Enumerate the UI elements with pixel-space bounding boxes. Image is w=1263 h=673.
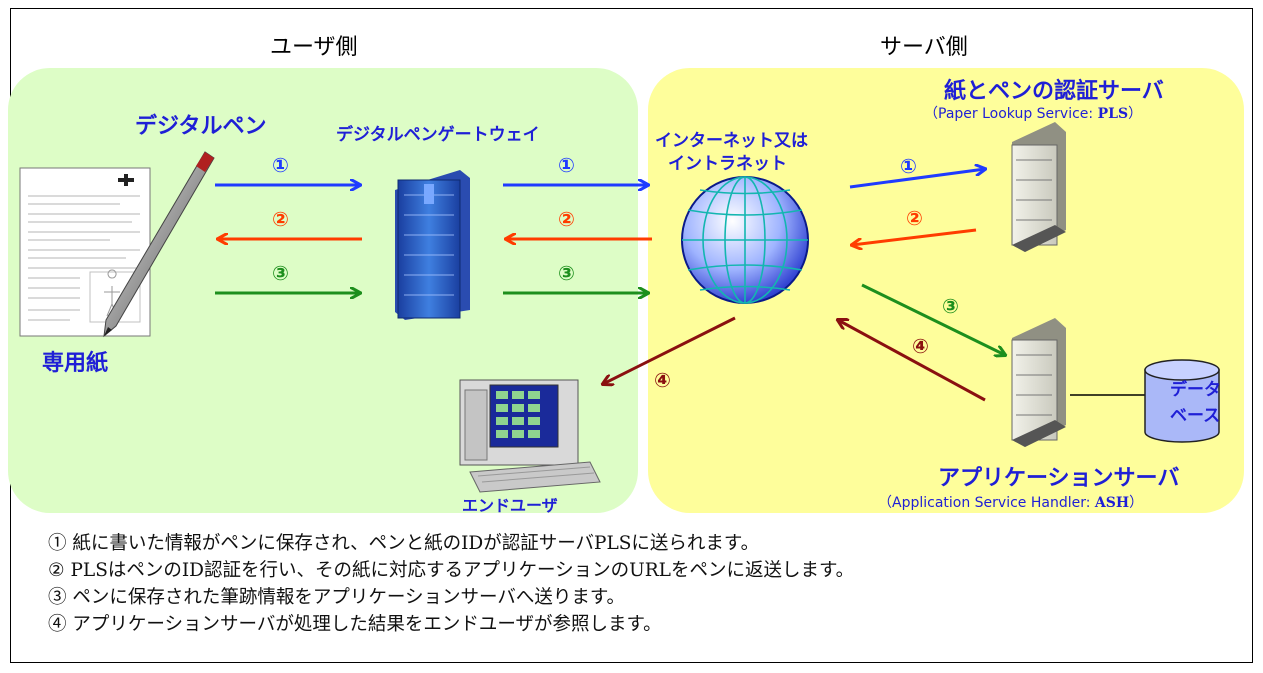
gateway-label: デジタルペンゲートウェイ	[336, 125, 540, 145]
server-icon	[1011, 318, 1160, 447]
step3-mark: ③	[272, 261, 289, 285]
network-label-line1: インターネット又は	[655, 131, 808, 151]
pls-title: 紙とペンの認証サーバ	[944, 79, 1164, 104]
digital-pen-label: デジタルペン	[135, 114, 267, 139]
note-line: ① 紙に書いた情報がペンに保存され、ペンと紙のIDが認証サーバPLSに送られます…	[48, 533, 760, 554]
note-line: ③ ペンに保存された筆跡情報をアプリケーションサーバへ送ります。	[48, 587, 625, 608]
gateway-server-icon	[395, 170, 470, 320]
arrow-step4-network-to-enduser	[603, 316, 736, 384]
arrow-step3-network-to-ash	[861, 283, 1005, 355]
desktop-computer-icon	[459, 379, 601, 493]
step1-mark: ①	[900, 154, 917, 178]
network-label-line2: イントラネット	[668, 154, 787, 174]
database-icon	[1144, 359, 1220, 443]
step1-mark: ①	[272, 153, 289, 177]
server-side-header: サーバ側	[880, 35, 968, 60]
step4-mark: ④	[912, 334, 929, 358]
arrow-step4-ash-to-network	[838, 320, 986, 402]
end-user-label: エンドユーザ	[462, 496, 558, 515]
step3-mark: ③	[942, 294, 959, 318]
ash-subtitle: （Application Service Handler: ASH）	[878, 495, 1144, 511]
step-notes: ① 紙に書いた情報がペンに保存され、ペンと紙のIDが認証サーバPLSに送られます…	[48, 530, 854, 638]
arrow-step1-network-to-pls	[849, 169, 985, 189]
step1-mark: ①	[558, 153, 575, 177]
server-icon	[1011, 122, 1066, 252]
user-side-header: ユーザ側	[270, 35, 358, 60]
arrow-step2-pls-to-network	[852, 228, 977, 245]
database-label-line2: ベース	[1170, 406, 1221, 426]
step2-mark: ②	[272, 207, 289, 231]
globe-icon	[681, 176, 809, 304]
pen-and-paper-icon	[19, 151, 215, 338]
step4-mark: ④	[654, 368, 671, 392]
database-label: データ ベース	[1170, 377, 1221, 429]
note-line: ② PLSはペンのID認証を行い、その紙に対応するアプリケーションのURLをペン…	[48, 560, 855, 581]
database-label-line1: データ	[1170, 380, 1221, 400]
pls-subtitle: （Paper Lookup Service: PLS）	[924, 106, 1143, 122]
note-line: ④ アプリケーションサーバが処理した結果をエンドユーザが参照します。	[48, 614, 662, 635]
step2-mark: ②	[558, 207, 575, 231]
step2-mark: ②	[906, 206, 923, 230]
step3-mark: ③	[558, 261, 575, 285]
ash-title: アプリケーションサーバ	[938, 466, 1180, 491]
special-paper-label: 専用紙	[42, 351, 109, 376]
